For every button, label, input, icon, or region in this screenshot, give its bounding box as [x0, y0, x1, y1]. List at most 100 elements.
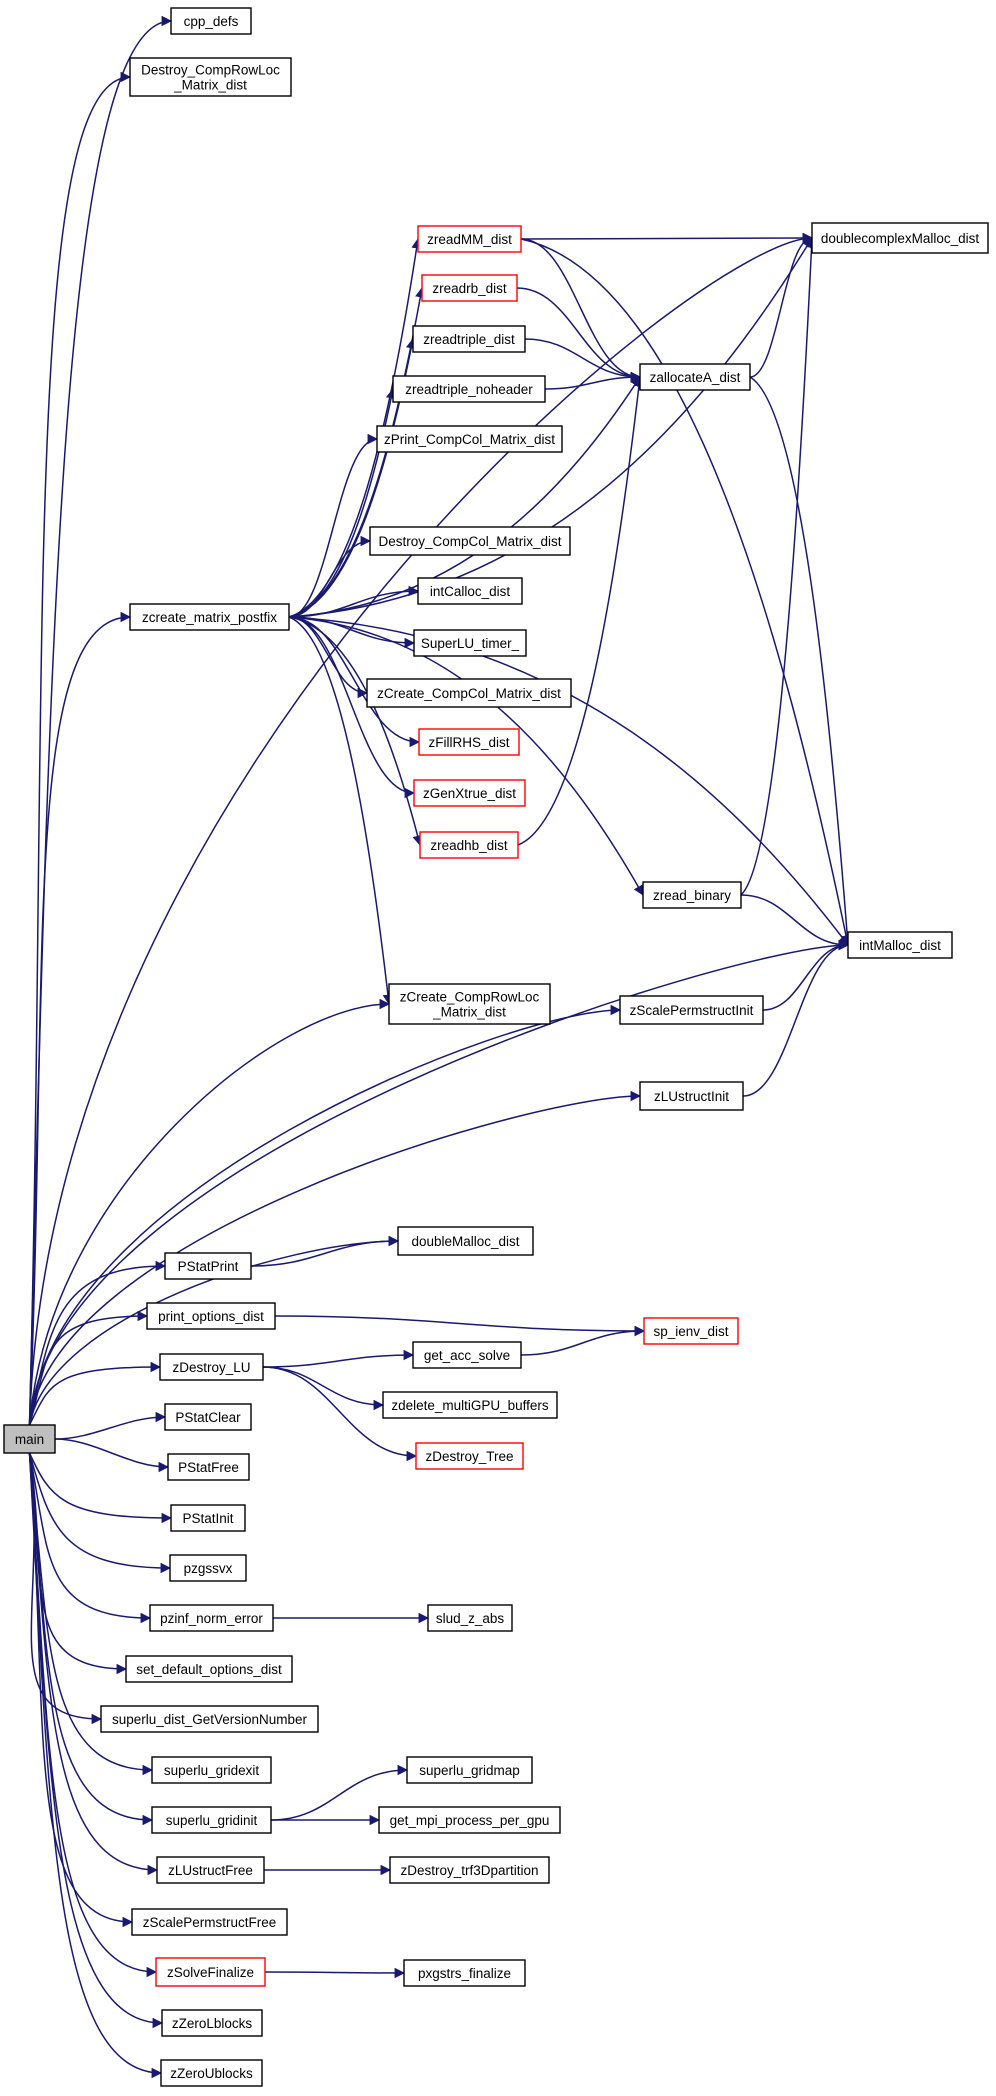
edge-main-to-pstat-clear [54, 1411, 167, 1440]
node-sp-ienv-dist[interactable]: sp_ienv_dist [643, 1317, 739, 1345]
node-set-default-options-dist[interactable]: set_default_options_dist [125, 1655, 293, 1683]
node-zreadtriple-dist[interactable]: zreadtriple_dist [412, 325, 526, 353]
edge-zread-mm-dist-to-doublecomplex-malloc-dist [520, 232, 814, 244]
node-label: get_acc_solve [424, 1348, 510, 1363]
node-pxgstrs-finalize[interactable]: pxgstrs_finalize [403, 1959, 526, 1987]
node-box [406, 1756, 533, 1784]
node-label: zDestroy_Tree [425, 1449, 513, 1464]
edge-main-to-pzinf-norm-error [28, 1452, 152, 1624]
node-pstat-init[interactable]: PStatInit [170, 1504, 246, 1532]
node-label: intCalloc_dist [430, 584, 511, 599]
node-label: PStatFree [178, 1460, 239, 1475]
node-label: sp_ienv_dist [653, 1324, 728, 1339]
node-destroy-comp-col-matrix-dist[interactable]: Destroy_CompCol_Matrix_dist [369, 526, 571, 556]
node-box [412, 325, 526, 353]
node-label: PStatClear [175, 1410, 241, 1425]
node-box [412, 1341, 522, 1369]
edge-main-to-z-create-comp-row-loc-matrix-dist [28, 998, 391, 1426]
node-slud-z-abs[interactable]: slud_z_abs [427, 1604, 513, 1632]
node-superlu-dist-get-version-number[interactable]: superlu_dist_GetVersionNumber [100, 1705, 319, 1733]
node-box [159, 1353, 264, 1381]
node-pstat-free[interactable]: PStatFree [167, 1453, 250, 1481]
node-cpp-defs[interactable]: cpp_defs [170, 7, 252, 35]
node-box [403, 1959, 526, 1987]
node-z-gen-xtrue-dist[interactable]: zGenXtrue_dist [413, 779, 526, 807]
node-label: superlu_gridmap [419, 1763, 520, 1778]
edge-main-to-zcreate-matrix-postfix [28, 611, 132, 1426]
node-z-create-comp-col-matrix-dist[interactable]: zCreate_CompCol_Matrix_dist [366, 678, 572, 708]
edge-zcreate-matrix-postfix-to-destroy-comp-col-matrix-dist [288, 535, 372, 618]
node-label: zScalePermstructFree [143, 1915, 277, 1930]
node-z-lustruct-free[interactable]: zLUstructFree [156, 1856, 265, 1884]
edge-zcreate-matrix-postfix-to-doublecomplex-malloc-dist [288, 237, 813, 618]
node-int-malloc-dist[interactable]: intMalloc_dist [847, 931, 953, 959]
edge-get-acc-solve-to-sp-ienv-dist [520, 1325, 646, 1356]
node-double-malloc-dist[interactable]: doubleMalloc_dist [397, 1226, 534, 1256]
node-zread-binary[interactable]: zread_binary [642, 881, 742, 909]
node-label: zCreate_CompCol_Matrix_dist [377, 686, 561, 701]
node-main[interactable]: main [3, 1424, 56, 1454]
node-pzinf-norm-error[interactable]: pzinf_norm_error [149, 1604, 274, 1632]
node-z-fill-rhs-dist[interactable]: zFillRHS_dist [418, 728, 520, 756]
node-z-destroy-trf3dpartition[interactable]: zDestroy_trf3Dpartition [389, 1856, 550, 1884]
edge-zcreate-matrix-postfix-to-zreadhb-dist [288, 616, 423, 847]
node-zreadhb-dist[interactable]: zreadhb_dist [419, 831, 519, 859]
edge-print-options-dist-to-sp-ienv-dist [274, 1315, 646, 1337]
node-box [421, 274, 518, 302]
node-label: zPrint_CompCol_Matrix_dist [384, 432, 555, 447]
node-label: set_default_options_dist [136, 1662, 282, 1677]
node-label: pxgstrs_finalize [418, 1966, 511, 1981]
node-label: doubleMalloc_dist [411, 1234, 519, 1249]
node-print-options-dist[interactable]: print_options_dist [146, 1302, 276, 1330]
edge-main-to-double-malloc-dist [28, 1235, 400, 1426]
edge-main-to-destroy-comp-row-loc-matrix-dist [28, 71, 132, 1426]
node-box [156, 1856, 265, 1884]
node-label: doublecomplexMalloc_dist [821, 231, 980, 246]
node-superlu-gridinit[interactable]: superlu_gridinit [151, 1806, 272, 1834]
node-z-print-comp-col-matrix-dist[interactable]: zPrint_CompCol_Matrix_dist [376, 425, 563, 453]
node-box [413, 629, 527, 657]
edge-zread-mm-dist-to-int-malloc-dist [520, 238, 852, 947]
node-z-scale-permstruct-init[interactable]: zScalePermstructInit [619, 995, 764, 1025]
node-zallocate-a-dist[interactable]: zallocateA_dist [639, 363, 751, 391]
node-label: zdelete_multiGPU_buffers [391, 1398, 549, 1413]
edge-main-to-pstat-print [28, 1260, 167, 1426]
edge-zcreate-matrix-postfix-to-int-malloc-dist [288, 616, 849, 946]
node-z-lustruct-init[interactable]: zLUstructInit [639, 1081, 744, 1111]
node-super-lu-timer-[interactable]: SuperLU_timer_ [413, 629, 527, 657]
node-box [169, 1554, 247, 1582]
node-superlu-gridexit[interactable]: superlu_gridexit [151, 1756, 272, 1784]
node-zreadrb-dist[interactable]: zreadrb_dist [421, 274, 518, 302]
node-superlu-gridmap[interactable]: superlu_gridmap [406, 1756, 533, 1784]
node-zdelete-multi-gpu-buffers[interactable]: zdelete_multiGPU_buffers [382, 1391, 558, 1419]
node-box [417, 225, 522, 253]
edge-z-lustruct-init-to-int-malloc-dist [742, 939, 850, 1097]
node-label: superlu_gridinit [166, 1813, 258, 1828]
node-label: superlu_dist_GetVersionNumber [112, 1712, 308, 1727]
node-get-mpi-process-per-gpu[interactable]: get_mpi_process_per_gpu [378, 1806, 561, 1834]
node-z-zero-ublocks[interactable]: zZeroUblocks [160, 2059, 263, 2087]
node-box [131, 1908, 288, 1936]
node-pstat-clear[interactable]: PStatClear [164, 1403, 252, 1431]
node-z-destroy-tree[interactable]: zDestroy_Tree [415, 1442, 524, 1470]
node-box [155, 1957, 266, 1987]
node-zread-mm-dist[interactable]: zreadMM_dist [417, 225, 522, 253]
node-int-calloc-dist[interactable]: intCalloc_dist [417, 577, 523, 605]
node-doublecomplex-malloc-dist[interactable]: doublecomplexMalloc_dist [811, 222, 989, 254]
node-label: zreadrb_dist [432, 281, 507, 296]
node-z-create-comp-row-loc-matrix-dist[interactable]: zCreate_CompRowLoc_Matrix_dist [388, 983, 551, 1025]
node-zcreate-matrix-postfix[interactable]: zcreate_matrix_postfix [129, 603, 290, 631]
node-z-zero-lblocks[interactable]: zZeroLblocks [161, 2009, 263, 2037]
node-destroy-comp-row-loc-matrix-dist[interactable]: Destroy_CompRowLoc_Matrix_dist [129, 57, 292, 97]
node-label: pzinf_norm_error [160, 1611, 263, 1626]
node-zreadtriple-noheader[interactable]: zreadtriple_noheader [392, 375, 546, 403]
node-pstat-print[interactable]: PStatPrint [164, 1252, 252, 1280]
node-box [392, 375, 546, 403]
node-pzgssvx[interactable]: pzgssvx [169, 1554, 247, 1582]
node-z-solve-finalize[interactable]: zSolveFinalize [155, 1957, 266, 1987]
node-z-destroy-lu[interactable]: zDestroy_LU [159, 1353, 264, 1381]
node-get-acc-solve[interactable]: get_acc_solve [412, 1341, 522, 1369]
edge-zallocate-a-dist-to-int-malloc-dist [749, 376, 853, 947]
node-z-scale-permstruct-free[interactable]: zScalePermstructFree [131, 1908, 288, 1936]
node-box [164, 1403, 252, 1431]
